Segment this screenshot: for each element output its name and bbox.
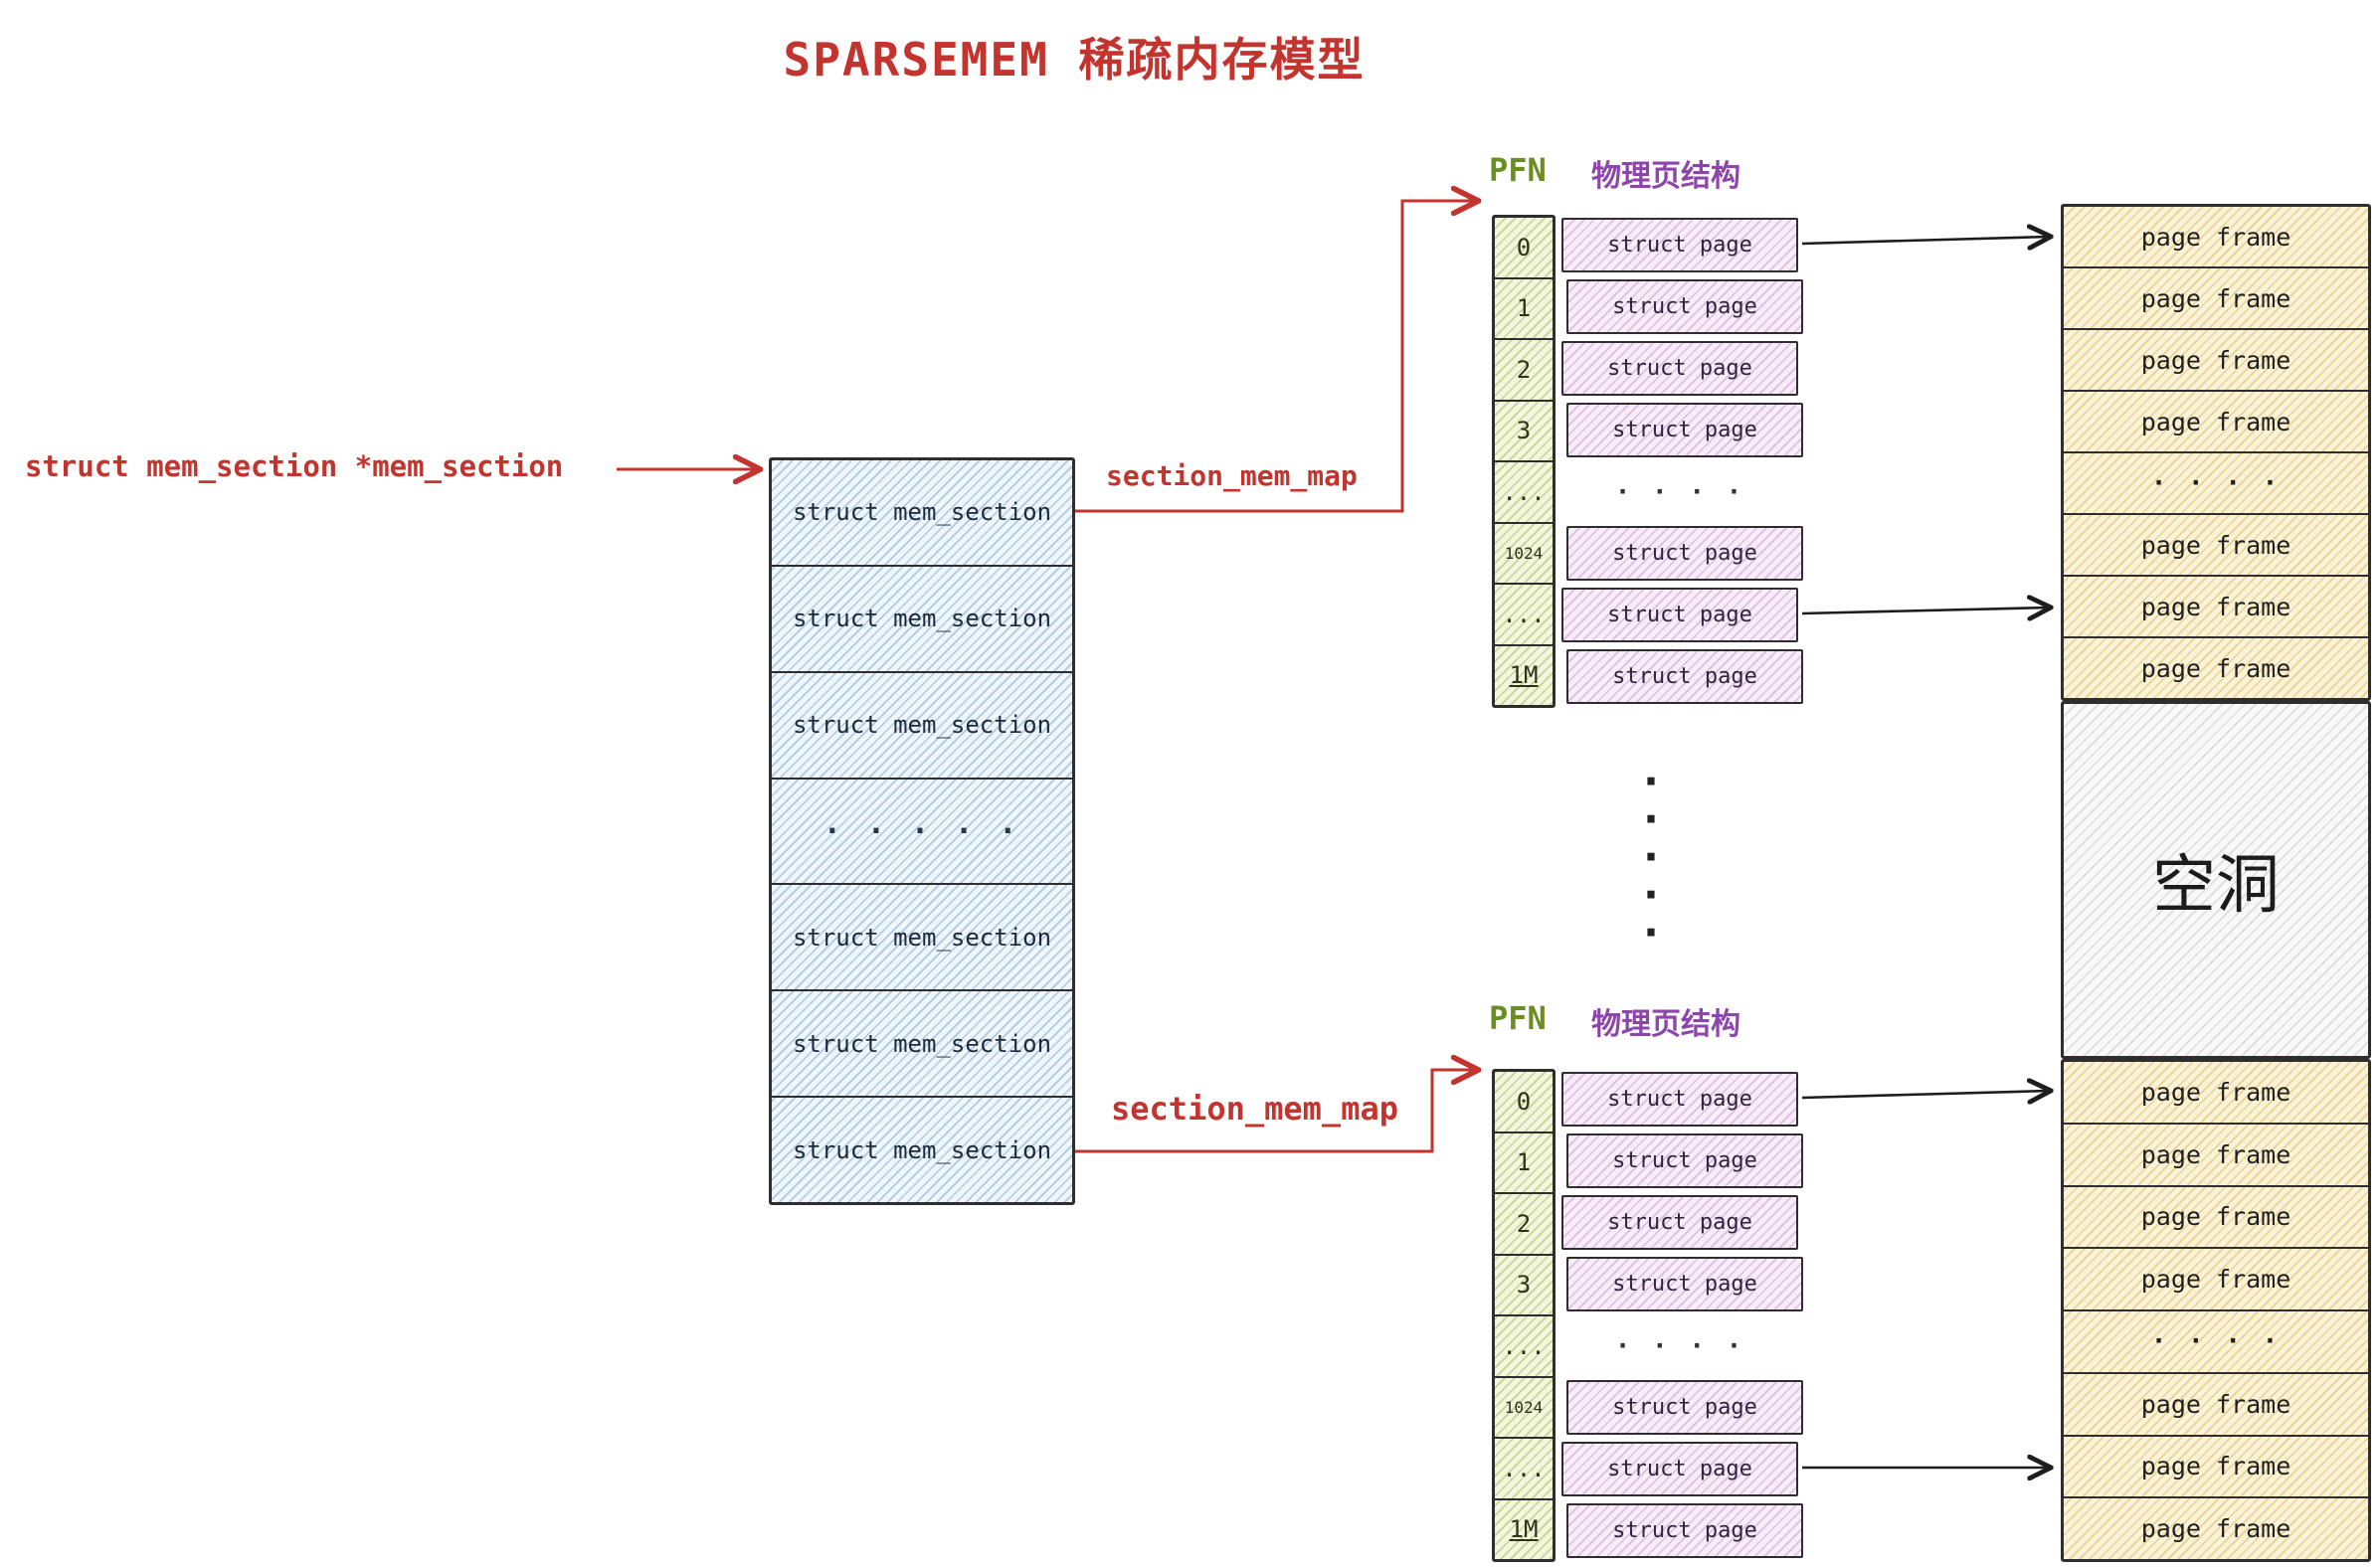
page-frame-cell: page frame: [2064, 1374, 2368, 1437]
pfn-cell: 1M: [1509, 661, 1539, 690]
struct-page-cell: struct page: [1566, 1133, 1803, 1188]
page-frame-cell: page frame: [2064, 1062, 2368, 1125]
struct-page-cell: struct page: [1566, 649, 1803, 704]
struct-page-header-top: 物理页结构: [1591, 159, 1740, 194]
struct-page-cell: struct page: [1561, 218, 1798, 272]
struct-page-cell: struct page: [1561, 1072, 1798, 1127]
struct-page-cell: struct page: [1566, 279, 1803, 334]
page-frame-cell: page frame: [2064, 577, 2368, 638]
struct-page-cell: struct page: [1566, 1257, 1803, 1311]
mem-section-array: struct mem_section struct mem_section st…: [769, 457, 1075, 1205]
struct-page-cell: struct page: [1561, 1195, 1798, 1250]
pfn-column-bottom: 0 1 2 3 ... 1024 ... 1M: [1492, 1069, 1556, 1562]
page-frame-ellipsis: · · · ·: [2064, 1311, 2368, 1374]
page-frame-cell: page frame: [2064, 1249, 2368, 1311]
page-frame-cell: page frame: [2064, 268, 2368, 330]
mem-section-row: struct mem_section: [772, 673, 1072, 780]
mem-section-row: struct mem_section: [792, 1135, 1052, 1164]
struct-page-cell: struct page: [1561, 588, 1798, 642]
struct-page-column-top: struct page struct page struct page stru…: [1561, 215, 1803, 708]
page-frame-column-top: page frame page frame page frame page fr…: [2061, 204, 2371, 701]
struct-page-cell: struct page: [1561, 341, 1798, 396]
page-frame-cell: page frame: [2064, 1187, 2368, 1250]
pfn-cell: 2: [1495, 1194, 1553, 1256]
arrow-page-to-frame: [1801, 1091, 2049, 1098]
pfn-cell: 1M: [1509, 1515, 1539, 1544]
mem-section-row: struct mem_section: [772, 885, 1072, 992]
mem-section-row: struct mem_section: [772, 460, 1072, 567]
struct-page-cell: struct page: [1566, 526, 1803, 581]
pfn-cell: 1: [1495, 1133, 1553, 1194]
page-frame-cell: page frame: [2140, 653, 2291, 683]
pfn-cell: 1024: [1495, 1378, 1553, 1439]
struct-page-cell: struct page: [1566, 403, 1803, 457]
pfn-header-bottom: PFN: [1489, 999, 1547, 1037]
pfn-cell: 0: [1495, 218, 1553, 279]
mem-section-pointer-label: struct mem_section *mem_section: [25, 449, 564, 483]
page-title: SPARSEMEM 稀疏内存模型: [783, 33, 1366, 87]
struct-page-header-bottom: 物理页结构: [1591, 1007, 1740, 1042]
arrow-page-to-frame: [1801, 237, 2049, 244]
pfn-header-top: PFN: [1489, 151, 1547, 189]
pfn-cell: 1024: [1495, 524, 1553, 585]
page-frame-cell: page frame: [2064, 1125, 2368, 1187]
page-frame-column-bottom: page frame page frame page frame page fr…: [2061, 1059, 2371, 1562]
page-frame-cell: page frame: [2064, 330, 2368, 392]
pfn-cell: ...: [1495, 585, 1553, 646]
arrow-page-to-frame: [1801, 608, 2049, 613]
pfn-column-top: 0 1 2 3 ... 1024 ... 1M: [1492, 215, 1556, 708]
memory-hole-label: 空洞: [2152, 849, 2280, 923]
struct-page-column-bottom: struct page struct page struct page stru…: [1561, 1069, 1803, 1562]
pfn-cell: ...: [1495, 1439, 1553, 1500]
mem-section-row: struct mem_section: [772, 991, 1072, 1099]
pfn-cell: 3: [1495, 402, 1553, 462]
pfn-cell: 0: [1495, 1072, 1553, 1133]
page-frame-cell: page frame: [2064, 1437, 2368, 1499]
pfn-cell: ...: [1495, 1316, 1553, 1378]
vertical-ellipsis: · · · · ·: [1637, 757, 1665, 958]
section-mem-map-label-bottom: section_mem_map: [1111, 1090, 1398, 1128]
pfn-cell: 2: [1495, 340, 1553, 402]
pfn-cell: 3: [1495, 1256, 1553, 1316]
mem-section-ellipsis-row: · · · · ·: [772, 780, 1072, 886]
pfn-cell: ...: [1495, 462, 1553, 524]
section-mem-map-label-top: section_mem_map: [1106, 459, 1358, 492]
memory-hole-box: 空洞: [2061, 701, 2371, 1059]
struct-page-cell: struct page: [1561, 1442, 1798, 1496]
page-frame-cell: page frame: [2064, 392, 2368, 453]
pfn-cell: 1: [1495, 279, 1553, 340]
page-frame-cell: page frame: [2140, 1514, 2291, 1544]
struct-page-ellipsis: · · · ·: [1614, 476, 1745, 507]
mem-section-row: struct mem_section: [772, 567, 1072, 673]
struct-page-cell: struct page: [1566, 1503, 1803, 1558]
page-frame-cell: page frame: [2064, 207, 2368, 268]
struct-page-cell: struct page: [1566, 1380, 1803, 1435]
struct-page-ellipsis: · · · ·: [1614, 1330, 1745, 1361]
page-frame-cell: page frame: [2064, 515, 2368, 577]
page-frame-ellipsis: · · · ·: [2064, 453, 2368, 515]
